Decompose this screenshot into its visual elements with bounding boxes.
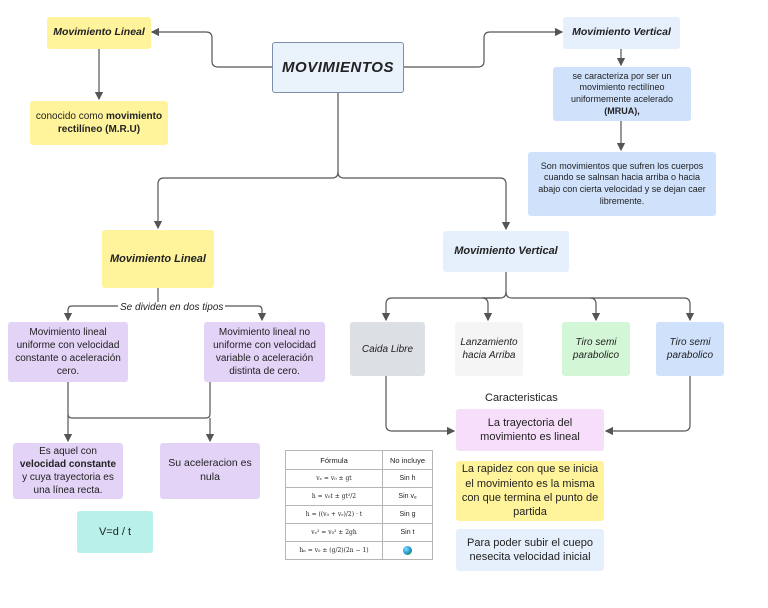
- connector-caida-to-char: [385, 376, 456, 436]
- formula-table: Fórmula No incluye vₑ = v₀ ± gt Sin h h …: [285, 450, 433, 560]
- characteristic-lineal: La trayectoria del movimiento es lineal: [456, 409, 604, 451]
- top-vertical-heading: Movimiento Vertical: [563, 17, 680, 49]
- table-row: h = ((v₀ + vₑ)/2) · t Sin g: [285, 505, 433, 524]
- excludes-cell: Sin g: [382, 505, 433, 524]
- desc-bold: movimiento rectilíneo (M.R.U): [57, 111, 163, 135]
- result-1-bold: velocidad constante: [19, 459, 117, 470]
- type-lanzamiento: Lanzamiento hacia Arriba: [455, 322, 523, 376]
- excludes-cell: [382, 541, 433, 560]
- result-1-prefix: Es aquel con: [39, 446, 97, 457]
- connector-types-merge: [67, 382, 211, 419]
- top-lineal-description: conocido como movimiento rectilíneo (M.R…: [30, 101, 168, 145]
- connector-vertical-split: [381, 272, 507, 322]
- type-caida-libre: Caida Libre: [350, 322, 425, 376]
- excludes-cell: Sin t: [382, 523, 433, 542]
- divide-label: Se dividen en dos tipos: [118, 302, 226, 313]
- characteristics-label: Caracteristicas: [483, 392, 560, 404]
- excludes-cell: Sin vₑ: [382, 487, 433, 506]
- type-uniform: Movimiento lineal uniforme con velocidad…: [8, 322, 128, 382]
- type-tiro-semi-parabolico-2: Tiro semi parabolico: [656, 322, 724, 376]
- formula-cell: h = v₀t ± gt²/2: [285, 487, 383, 506]
- formula-cell: vₑ = v₀ ± gt: [285, 469, 383, 488]
- excludes-cell: Sin h: [382, 469, 433, 488]
- lineal-branch-heading: Movimiento Lineal: [102, 230, 214, 288]
- characteristic-velocidad-inicial: Para poder subir el cuepo nesecita veloc…: [456, 529, 604, 571]
- table-row: vₑ = v₀ ± gt Sin h: [285, 469, 433, 488]
- connector-tiro-to-char: [604, 376, 691, 436]
- vertical-branch-heading: Movimiento Vertical: [443, 231, 569, 272]
- result-1-suffix: y cuya trayectoria es una línea recta.: [22, 472, 114, 496]
- table-row: h = v₀t ± gt²/2 Sin vₑ: [285, 487, 433, 506]
- desc-prefix: conocido como: [35, 111, 106, 122]
- excludes-header: No incluye: [382, 450, 433, 470]
- table-row: vₑ² = v₀² ± 2gh Sin t: [285, 523, 433, 542]
- connector-main-to-vertical-branch: [337, 171, 511, 231]
- table-row: hₙ = v₀ ± (g/2)(2n − 1): [285, 541, 433, 560]
- top-vertical-desc2: Son movimientos que sufren los cuerpos c…: [528, 152, 716, 216]
- type-nonuniform: Movimiento lineal no uniforme con veloci…: [204, 322, 325, 382]
- result-constant-velocity: Es aquel con velocidad constante y cuya …: [13, 443, 123, 499]
- result-null-acceleration: Su aceleracion es nula: [160, 443, 260, 499]
- top-vertical-desc1: se caracteriza por ser un movimiento rec…: [553, 67, 691, 121]
- connector-main-to-top-left: [150, 27, 272, 68]
- formula-cell: h = ((v₀ + vₑ)/2) · t: [285, 505, 383, 524]
- type-tiro-semi-parabolico-1: Tiro semi parabolico: [562, 322, 630, 376]
- velocity-formula: V=d / t: [77, 511, 153, 553]
- formula-header: Fórmula: [285, 450, 383, 470]
- formula-cell: vₑ² = v₀² ± 2gh: [285, 523, 383, 542]
- desc1-bold: (MRUA),: [604, 105, 640, 116]
- characteristic-rapidez: La rapidez con que se inicia el movimien…: [456, 461, 604, 521]
- connector-main-to-branches: [153, 93, 339, 230]
- top-lineal-heading: Movimiento Lineal: [47, 17, 151, 49]
- main-title: MOVIMIENTOS: [272, 42, 404, 93]
- globe-icon: [403, 546, 412, 555]
- desc1-text: se caracteriza por ser un movimiento rec…: [570, 70, 674, 104]
- formula-cell: hₙ = v₀ ± (g/2)(2n − 1): [285, 541, 383, 560]
- connector-main-to-top-right: [404, 27, 564, 68]
